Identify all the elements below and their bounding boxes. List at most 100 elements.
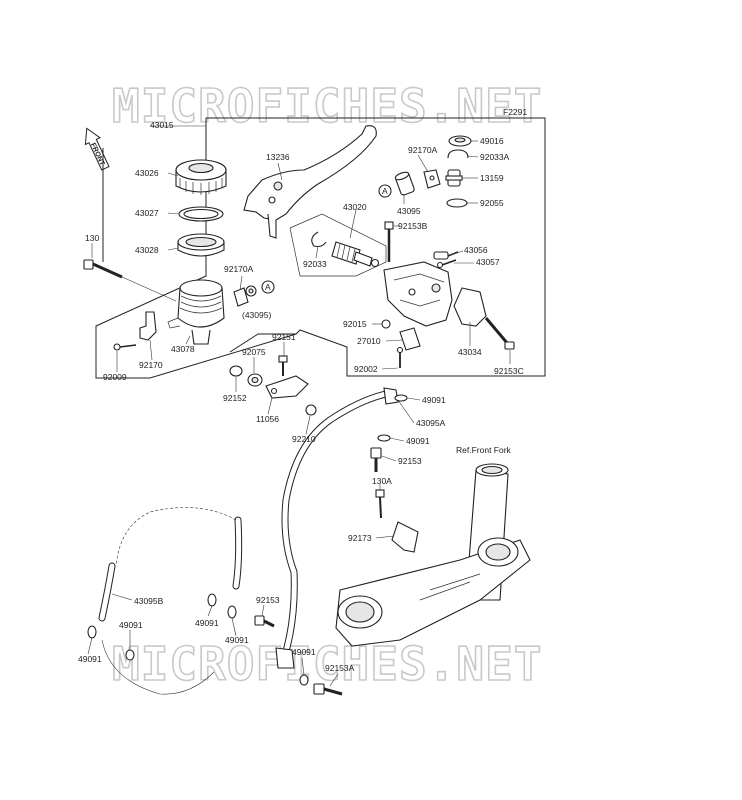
label-49091-c: 49091	[195, 618, 219, 628]
label-92170A-upper: 92170A	[408, 145, 438, 155]
cap-49016-inner	[454, 137, 466, 143]
screw-92002	[396, 346, 404, 368]
figure-code: F2291	[503, 107, 527, 117]
brake-hose-main	[280, 390, 390, 662]
bolt-130	[83, 259, 177, 302]
label-43027: 43027	[135, 208, 159, 218]
label-92153B: 92153B	[398, 221, 428, 231]
label-43026: 43026	[135, 168, 159, 178]
front-fork-triple-clamp	[335, 463, 531, 647]
screw-43057	[436, 259, 457, 269]
label-92153A: 92153A	[325, 663, 355, 673]
reservoir-cap	[175, 159, 227, 195]
label-92055: 92055	[480, 198, 504, 208]
bolt-130A	[375, 489, 385, 519]
label-43028: 43028	[135, 245, 159, 255]
label-92153-upper: 92153	[398, 456, 422, 466]
label-92002: 92002	[354, 364, 378, 374]
part-labels: 43015 43026 43027 43028 130 13236 43020 …	[78, 120, 524, 673]
label-92170A-lower: 92170A	[224, 264, 254, 274]
hose-route-leader-bottom	[101, 639, 215, 695]
nut-92015	[381, 319, 391, 329]
label-ref-front-fork: Ref.Front Fork	[456, 445, 512, 455]
banjo-bolt-92153-upper	[370, 447, 382, 472]
washer-49091-b	[377, 434, 391, 442]
callout-a-lower-letter: A	[265, 282, 271, 292]
label-92033: 92033	[303, 259, 327, 269]
watermark-top: MICROFICHES.NET	[112, 79, 542, 133]
bushing-92075-inner	[251, 376, 259, 384]
fitting-13159	[445, 169, 463, 187]
bracket-27010	[399, 327, 421, 351]
label-43034: 43034	[458, 347, 482, 357]
label-43057: 43057	[476, 257, 500, 267]
label-43095-paren: (43095)	[242, 310, 271, 320]
reservoir-body	[167, 279, 225, 345]
watermark-bottom: MICROFICHES.NET	[112, 637, 542, 691]
banjo-bolt-92153A	[313, 683, 343, 696]
washer-49091-d	[227, 605, 237, 619]
sub-frame	[229, 333, 296, 353]
assembly-frame	[95, 117, 546, 379]
brake-lever	[243, 125, 377, 239]
banjo-bolt-92153-lower	[254, 615, 275, 628]
leader-lines	[87, 140, 511, 687]
label-49091-f: 49091	[119, 620, 143, 630]
label-13159: 13159	[480, 173, 504, 183]
label-43015: 43015	[150, 120, 174, 130]
clamp-92173	[391, 521, 419, 553]
label-49091-b: 49091	[406, 436, 430, 446]
label-49091-e: 49091	[78, 654, 102, 664]
label-92009: 92009	[103, 372, 127, 382]
nut-92210	[305, 404, 317, 416]
label-49091-d: 49091	[225, 635, 249, 645]
callout-a-upper: A	[378, 184, 392, 198]
label-92153-lower: 92153	[256, 595, 280, 605]
washer-49091-f	[125, 649, 135, 661]
washer-49091-g	[299, 674, 309, 686]
label-92170: 92170	[139, 360, 163, 370]
pushrod-92153B	[384, 221, 394, 262]
label-27010: 27010	[357, 336, 381, 346]
label-92210: 92210	[292, 434, 316, 444]
label-11056: 11056	[256, 414, 279, 424]
oring-92055	[446, 198, 468, 208]
label-92151: 92151	[272, 332, 296, 342]
label-49091-g: 49091	[292, 647, 316, 657]
washer-49091-e	[87, 625, 97, 639]
hose-fitting-43095A	[383, 387, 399, 405]
switch-92170A-upper	[423, 169, 441, 189]
clamp-92170	[139, 311, 157, 341]
piston-box	[289, 213, 387, 277]
snap-ring-92033	[311, 231, 327, 248]
label-92153C: 92153C	[494, 366, 524, 376]
brake-hose-left	[98, 516, 243, 622]
label-43095B: 43095B	[134, 596, 164, 606]
sleeve-43095	[394, 171, 415, 196]
washer-49091-c	[207, 593, 217, 607]
label-92033A: 92033A	[480, 152, 510, 162]
label-43020: 43020	[343, 202, 367, 212]
hose-route-leader	[115, 507, 237, 567]
piston-assembly	[331, 241, 380, 268]
label-43078: 43078	[171, 344, 195, 354]
master-cylinder-body	[383, 261, 453, 327]
reservoir-diaphragm	[177, 233, 225, 257]
label-49091-a: 49091	[422, 395, 446, 405]
reservoir-plate-inner	[183, 208, 219, 220]
label-92173: 92173	[348, 533, 372, 543]
front-arrow-icon: FRONT	[84, 127, 110, 171]
label-49016: 49016	[480, 136, 504, 146]
label-130A: 130A	[372, 476, 392, 486]
bracket-11056	[265, 375, 309, 399]
screw-92009	[113, 343, 137, 351]
switch-92170A	[233, 285, 257, 307]
bolt-92151	[278, 355, 288, 376]
washer-49091-a	[394, 394, 408, 402]
bracket-11056-hole	[270, 387, 278, 395]
clamp-43034	[453, 287, 487, 327]
label-92075: 92075	[242, 347, 266, 357]
hose-end-lower	[275, 647, 295, 669]
label-130: 130	[85, 233, 99, 243]
